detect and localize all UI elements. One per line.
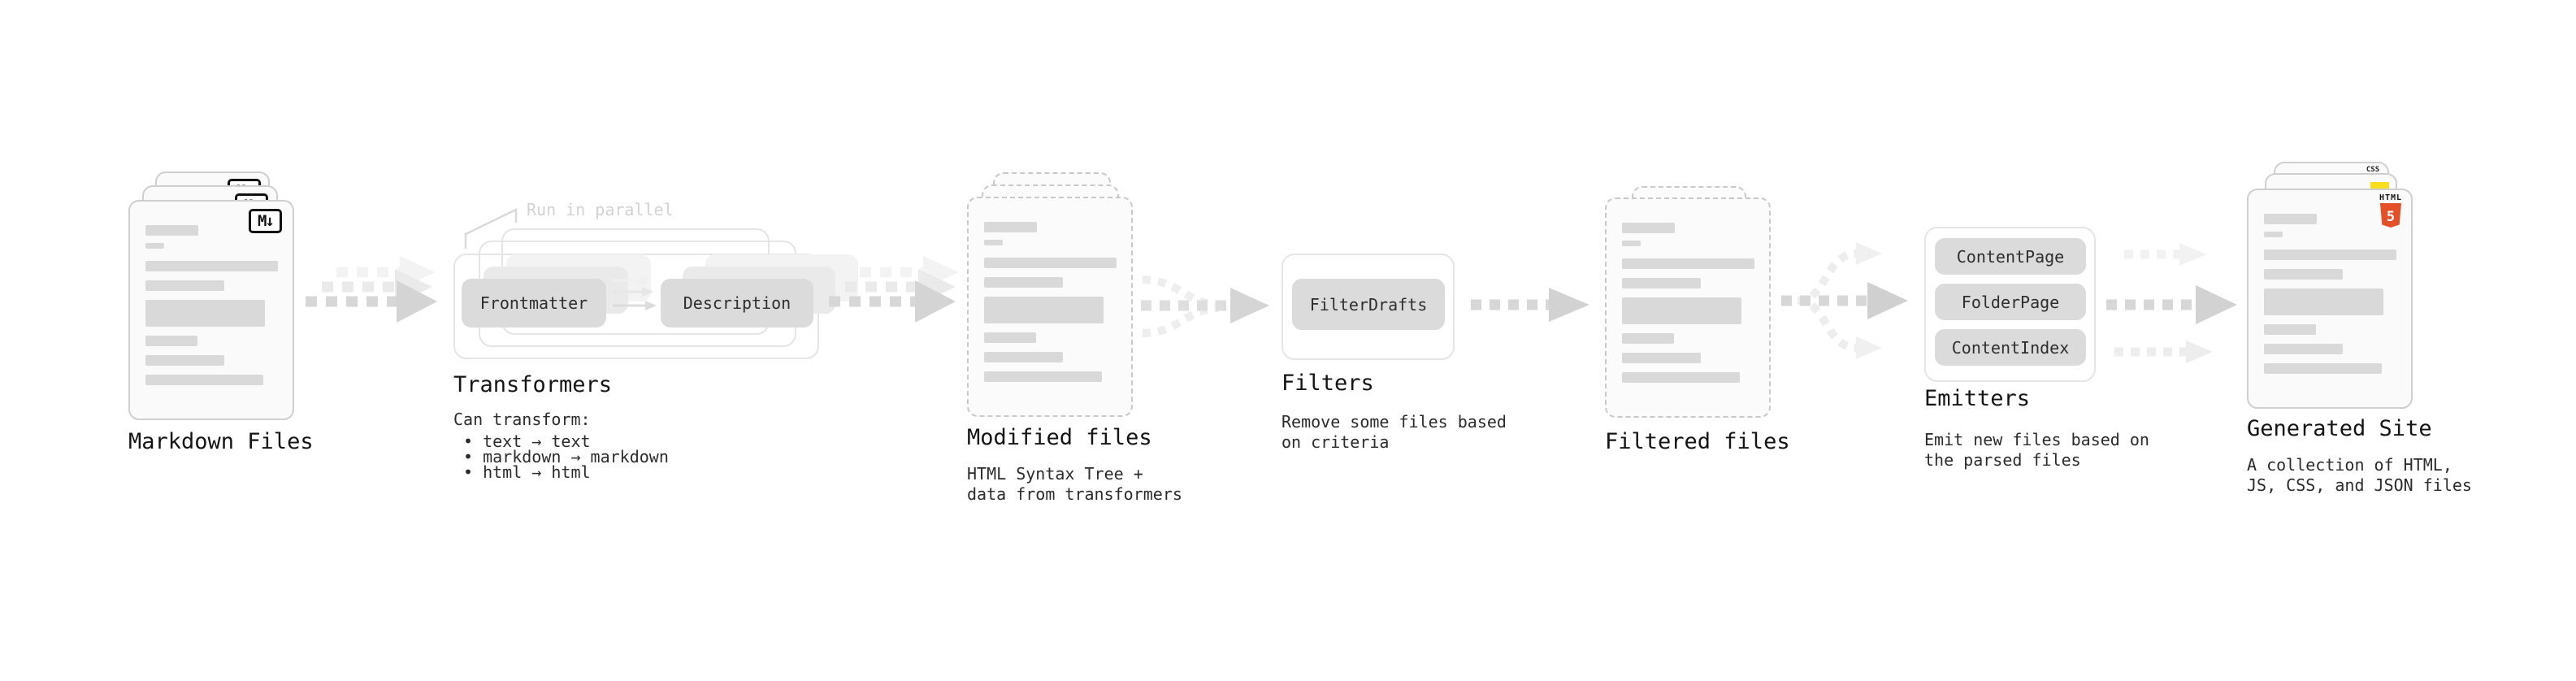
doc-content-bar [145, 280, 224, 291]
doc-content-bar [2264, 324, 2316, 335]
doc-content-bar [1622, 353, 1701, 363]
doc-content-bar [2264, 232, 2283, 237]
transformers-desc-title: Can transform: [453, 410, 591, 429]
stage-label-generated-site: Generated Site [2247, 416, 2432, 441]
css-icon-word: CSS [2366, 166, 2380, 174]
doc-content-bar [984, 332, 1036, 343]
modified-desc-line: data from transformers [967, 484, 1182, 504]
doc-content-bar [2264, 288, 2383, 315]
markdown-icon-glyph: M↓ [258, 212, 275, 230]
doc-content-bar [145, 261, 278, 271]
contentindex-pill: ContentIndex [1935, 329, 2086, 366]
doc-content-bar [984, 240, 1003, 245]
emitters-desc-line: the parsed files [1924, 450, 2081, 470]
stage-label-emitters: Emitters [1924, 386, 2031, 411]
html5-icon-word: HTML [2379, 193, 2403, 202]
doc-content-bar [984, 222, 1037, 232]
filtered-doc-front [1605, 197, 1771, 418]
doc-content-bar [1622, 258, 1754, 269]
parallel-mini-arrows [613, 275, 657, 310]
doc-content-bar [984, 297, 1104, 323]
doc-content-bar [1622, 372, 1740, 383]
doc-content [145, 225, 278, 412]
generated-desc-line: A collection of HTML, [2247, 455, 2452, 475]
html5-icon-shield: 5 [2380, 203, 2401, 228]
doc-content-bar [145, 355, 224, 366]
doc-content-bar [984, 352, 1063, 362]
doc-content-bar [2264, 214, 2317, 224]
doc-content-bar [1622, 223, 1675, 233]
doc-content-bar [145, 225, 198, 236]
filters-desc-line: on criteria [1281, 432, 1390, 452]
transformers-bullet: • text → text [463, 432, 591, 451]
stage-label-modified-files: Modified files [967, 425, 1152, 450]
doc-content-bar [145, 375, 263, 385]
doc-content-bar [145, 243, 164, 249]
doc-content-bar [2264, 249, 2396, 260]
doc-content [2264, 214, 2396, 401]
dashed-arrow [1471, 288, 1589, 322]
doc-content-bar [145, 336, 197, 346]
generated-doc-html: HTML 5 [2247, 189, 2413, 409]
stage-label-filtered-files: Filtered files [1605, 429, 1790, 454]
doc-content-bar [2264, 269, 2343, 280]
parallel-dashed-arrows [2106, 243, 2237, 363]
js-icon [2370, 182, 2389, 190]
doc-content-bar [1622, 278, 1701, 288]
contentpage-pill: ContentPage [1935, 238, 2086, 275]
markdown-icon: M↓ [249, 209, 282, 233]
doc-content-bar [2264, 344, 2343, 354]
doc-content-bar [2264, 363, 2382, 374]
stage-label-filters: Filters [1281, 371, 1374, 396]
doc-content-bar [1622, 241, 1641, 246]
modified-desc-line: HTML Syntax Tree + [967, 464, 1143, 484]
folderpage-pill: FolderPage [1935, 284, 2086, 320]
emitters-desc-line: Emit new files based on [1924, 430, 2149, 449]
generated-desc-line: JS, CSS, and JSON files [2247, 475, 2472, 495]
doc-content-bar [1622, 333, 1674, 344]
markdown-doc-front: M↓ [128, 200, 294, 420]
doc-content [984, 222, 1117, 409]
filters-desc-line: Remove some files based [1281, 412, 1507, 432]
filterdrafts-pill: FilterDrafts [1292, 279, 1445, 330]
stage-label-transformers: Transformers [453, 372, 613, 397]
doc-content-bar [1622, 297, 1741, 324]
doc-content [1622, 223, 1754, 410]
doc-content-bar [145, 300, 265, 327]
svg-text:5: 5 [2387, 209, 2395, 225]
run-in-parallel-note: Run in parallel [527, 200, 674, 219]
stage-label-markdown-files: Markdown Files [128, 429, 314, 454]
doc-content-bar [984, 277, 1063, 288]
html5-icon: HTML 5 [2379, 193, 2403, 228]
stacked-dashed-arrow [306, 256, 437, 323]
callout-line [464, 208, 518, 249]
transformers-bullet: • markdown → markdown [463, 447, 669, 466]
modified-doc-front [967, 197, 1133, 417]
stacked-dashed-arrow [829, 256, 959, 323]
frontmatter-pill: Frontmatter [462, 279, 606, 327]
doc-content-bar [984, 258, 1117, 268]
doc-content-bar [984, 371, 1102, 382]
description-pill: Description [661, 279, 813, 327]
transformers-bullet: • html → html [463, 462, 591, 482]
fanout-dashed-arrows [1781, 242, 1908, 359]
converging-dashed-arrow [1141, 275, 1269, 337]
